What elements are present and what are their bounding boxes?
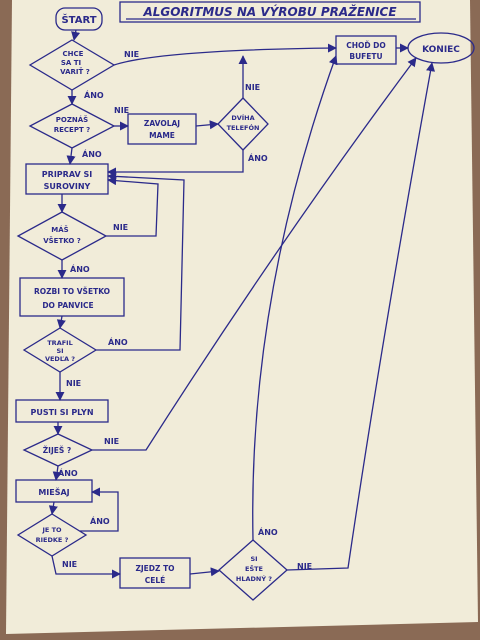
- edge-start-to-chce: [71, 29, 81, 41]
- edge-label-chce-ano: ÁNO: [84, 89, 104, 100]
- edge-label-riedke-ano: ÁNO: [90, 515, 110, 526]
- diagram-title: ALGORITMUS NA VÝROBU PRAŽENICE: [142, 4, 397, 19]
- pusti-label: PUSTI SI PLYN: [30, 408, 93, 417]
- koniec-label: KONIEC: [422, 45, 460, 55]
- trafil-label-2: SI: [56, 347, 63, 355]
- title-box: [119, 1, 421, 23]
- mas-label-2: VŠETKO ?: [43, 236, 81, 245]
- edge-miesaj-to-riedke: [48, 501, 58, 515]
- edge-hladny-ano-to-bufet: [252, 55, 338, 541]
- start-node: [55, 7, 103, 31]
- edge-label-hladny-nie: NIE: [297, 562, 312, 571]
- priprav-label-1: PRIPRAV SI: [42, 170, 92, 179]
- poznas-label-1: POZNÁŠ: [56, 115, 88, 124]
- edge-poznas-ano-to-priprav: [66, 147, 76, 165]
- edge-label-trafil-ano: ÁNO: [108, 336, 128, 347]
- rozbi-label-2: DO PANVICE: [42, 301, 93, 310]
- edge-label-dviha-ano: ÁNO: [248, 152, 268, 163]
- edge-label-zijes-ano: ÁNO: [58, 467, 78, 478]
- chce-label-3: VARIŤ ?: [60, 67, 90, 76]
- miesaj-label: MIEŠAJ: [38, 486, 69, 497]
- edge-zijes-nie-to-koniec: [92, 57, 417, 451]
- zjedz-label-2: CELÉ: [145, 576, 166, 585]
- dviha-label-1: DVÍHA: [231, 113, 254, 122]
- zavolaj-label-1: ZAVOLAJ: [144, 119, 180, 128]
- edge-mas-nie-loop: [106, 176, 159, 237]
- edge-rozbi-to-trafil: [56, 315, 66, 329]
- edge-riedke-nie-to-zjedz: [51, 555, 121, 579]
- edge-label-poznas-nie: NIE: [114, 106, 129, 115]
- process-rozbi-to-vsetko: [19, 277, 125, 317]
- edge-zijes-ano-to-miesaj: [52, 465, 62, 481]
- start-label: ŠTART: [61, 13, 96, 26]
- zjedz-label-1: ZJEDZ TO: [135, 564, 174, 573]
- rozbi-label-1: ROZBI TO VŠETKO: [34, 287, 110, 296]
- chce-label-2: SA TI: [61, 59, 81, 67]
- edge-label-mas-ano: ÁNO: [70, 263, 90, 274]
- decision-si-este-hladny: [218, 539, 288, 601]
- riedke-label-1: JE TO: [41, 526, 62, 534]
- riedke-label-2: RIEDKE ?: [36, 536, 69, 544]
- edge-label-riedke-nie: NIE: [62, 560, 77, 569]
- priprav-label-2: SUROVINY: [44, 182, 91, 191]
- edge-chce-nie-to-bufet: [113, 43, 337, 66]
- edge-zavolaj-to-dviha: [195, 120, 219, 130]
- poznas-label-2: RECEPT ?: [54, 126, 91, 134]
- edge-label-chce-nie: NIE: [124, 50, 139, 59]
- edge-label-trafil-nie: NIE: [66, 379, 81, 388]
- hladny-label-2: EŠTE: [245, 564, 263, 573]
- zijes-label: ŽIJEŠ ?: [43, 446, 72, 455]
- edge-label-mas-nie: NIE: [113, 223, 128, 232]
- hladny-label-1: SI: [250, 555, 257, 563]
- edge-riedke-ano-loop: [80, 487, 119, 532]
- hladny-label-3: HLADNÝ ?: [236, 574, 272, 583]
- bufet-label-1: CHOĎ DO: [346, 41, 386, 50]
- chce-label-1: CHCE: [63, 50, 84, 58]
- zavolaj-label-2: MAME: [149, 131, 175, 140]
- edge-zjedz-to-hladny: [189, 567, 220, 577]
- edge-label-poznas-ano: ÁNO: [82, 148, 102, 159]
- mas-label-1: MÁŠ: [51, 225, 68, 234]
- trafil-label-3: VEDĽA ?: [45, 355, 75, 363]
- dviha-label-2: TELEFÓN: [227, 123, 260, 132]
- edge-label-hladny-ano: ÁNO: [258, 526, 278, 537]
- edge-dviha-ano-to-priprav: [107, 150, 244, 177]
- paper-sheet: [6, 0, 478, 634]
- edge-trafil-ano-loop: [96, 171, 185, 351]
- bufet-label-2: BUFETU: [349, 52, 382, 61]
- edge-hladny-nie-to-koniec: [286, 62, 436, 571]
- edge-label-zijes-nie: NIE: [104, 437, 119, 446]
- trafil-label-1: TRAFIL: [47, 339, 72, 347]
- edge-label-dviha-nie: NIE: [245, 83, 260, 92]
